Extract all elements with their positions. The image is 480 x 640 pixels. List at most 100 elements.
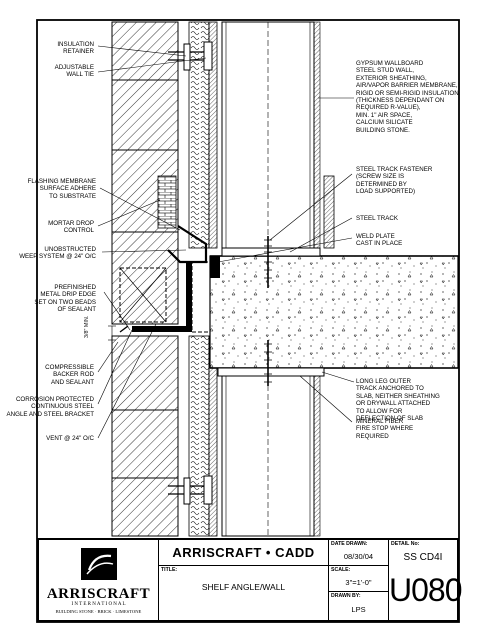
label-line: (THICKNESS DEPENDANT ON: [356, 97, 445, 105]
label-line: OR DRYWALL ATTACHED: [356, 400, 431, 408]
title-caption: TITLE:: [161, 567, 178, 573]
label-line: SURFACE ADHERE: [39, 185, 96, 193]
company-name: ARRISCRAFT • CADD: [172, 545, 315, 560]
label-line: EXTERIOR SHEATHING,: [356, 74, 427, 82]
track-fastener: [264, 236, 272, 386]
label-line: TO SUBSTRATE: [49, 192, 96, 200]
label-flashing-membrane: FLASHING MEMBRANE SURFACE ADHERE TO SUBS…: [28, 178, 96, 200]
label-line: REQUIRED R-VALUE),: [356, 104, 421, 112]
logo-sub: I N T E R N A T I O N A L: [71, 602, 126, 607]
mortar-drop-control: [157, 175, 177, 229]
label-line: STEEL TRACK: [356, 215, 398, 222]
label-line: STEEL STUD WALL,: [356, 67, 414, 75]
leader-lines: [97, 45, 355, 439]
label-line: METAL DRIP EDGE: [40, 291, 96, 299]
stone-veneer-upper: [111, 21, 179, 325]
label-steel-track: STEEL TRACK: [356, 215, 398, 222]
label-line: DETERMINED BY: [356, 180, 407, 188]
label-line: VENT @ 24" O/C: [46, 435, 94, 442]
wall-tie-lower: [168, 475, 213, 505]
label-line: REQUIRED: [356, 432, 389, 440]
scale-cell: SCALE: 3"=1'-0": [329, 566, 389, 592]
label-steel-angle: CORROSION PROTECTED CONTINUOUS STEEL ANG…: [7, 396, 94, 418]
flashing-membrane: [167, 225, 208, 264]
label-line: OF SEALANT: [57, 306, 96, 314]
label-line: STEEL TRACK FASTENER: [356, 166, 433, 173]
label-line: CORROSION PROTECTED: [15, 396, 94, 403]
company-cell: ARRISCRAFT • CADD: [159, 540, 329, 566]
label-line: LONG LEG OUTER: [356, 378, 412, 385]
outer-track: [217, 367, 325, 377]
scale-caption: SCALE:: [331, 567, 351, 573]
arriscraft-logo-icon: [81, 548, 117, 580]
label-line: WALL TIE: [66, 71, 94, 79]
title-cell: TITLE: SHELF ANGLE/WALL: [159, 566, 329, 620]
label-line: FIRE STOP WHERE: [356, 425, 414, 433]
label-line: (SCREW SIZE IS: [356, 173, 405, 181]
label-line: WELD PLATE: [356, 233, 395, 240]
label-insulation-retainer: INSULATION RETAINER: [57, 41, 94, 56]
label-backer-rod: COMPRESSIBLE BACKER ROD AND SEALANT: [45, 364, 94, 386]
label-line: MIN. 1" AIR SPACE,: [356, 111, 413, 119]
steel-stud-upper: [221, 21, 321, 249]
drawing-title: SHELF ANGLE/WALL: [201, 582, 286, 592]
logo-cell: ARRISCRAFT I N T E R N A T I O N A L BUI…: [39, 540, 159, 620]
label-line: AIR/VAPOR BARRIER MEMBRANE,: [356, 82, 458, 90]
logo-name: ARRISCRAFT: [46, 586, 151, 602]
drawn-by-cell: DRAWN BY: LPS: [329, 592, 389, 620]
detail-code: SS CD4I: [403, 552, 443, 563]
label-track-fastener: STEEL TRACK FASTENER (SCREW SIZE IS DETE…: [356, 166, 432, 196]
label-line: SET ON TWO BEADS: [34, 298, 96, 306]
label-vent: VENT @ 24" O/C: [46, 435, 94, 442]
building-stone-edge: [323, 175, 335, 249]
label-adjustable-wall-tie: ADJUSTABLE WALL TIE: [55, 64, 94, 79]
dimension-marker: [108, 325, 116, 341]
label-line: LOAD SUPPORTED): [356, 188, 416, 196]
label-metal-drip-edge: PREFINISHED METAL DRIP EDGE SET ON TWO B…: [34, 284, 96, 314]
detail-cell: DETAIL No: SS CD4I U080: [389, 540, 463, 620]
label-line: DEFLECTION OF SLAB: [356, 415, 424, 423]
dimension-label: 3/8" MIN.: [84, 315, 90, 338]
label-line: CONTROL: [63, 227, 94, 235]
wall-tie-upper: [168, 41, 213, 71]
sheet-border: [36, 19, 460, 623]
steel-stud-lower: [221, 375, 321, 537]
weld-plate: [210, 256, 220, 278]
label-line: UNOBSTRUCTED: [44, 246, 96, 253]
label-line: COMPRESSIBLE: [45, 364, 94, 371]
label-line: CALCIUM SILICATE: [356, 119, 413, 127]
label-line: FLASHING MEMBRANE: [27, 178, 96, 185]
logo-tagline: BUILDING STONE · BRICK · LIMESTONE: [55, 609, 142, 614]
label-line: TO ALLOW FOR: [356, 407, 403, 415]
detail-number: U080: [389, 572, 463, 608]
label-line: CONTINUOUS STEEL: [31, 403, 94, 411]
label-line: AND SEALANT: [51, 378, 94, 386]
label-line: ADJUSTABLE: [54, 64, 94, 71]
drawn-caption: DRAWN BY:: [331, 593, 361, 599]
label-line: WEEP SYSTEM @ 24" O/C: [19, 253, 96, 261]
drawn-value: LPS: [351, 605, 366, 614]
detail-caption: DETAIL No:: [391, 541, 420, 547]
stone-veneer-lower: [111, 335, 179, 537]
title-block: ARRISCRAFT I N T E R N A T I O N A L BUI…: [37, 538, 463, 622]
label-line: INSULATION: [57, 41, 94, 48]
concrete-slab: [209, 255, 459, 369]
label-line: MINERAL FIBER: [356, 418, 404, 425]
label-weld-plate: WELD PLATE CAST IN PLACE: [356, 233, 402, 248]
label-line: SLAB, NEITHER SHEATHING: [356, 392, 440, 400]
label-line: PREFINISHED: [54, 284, 96, 291]
label-line: ANGLE AND STEEL BRACKET: [6, 410, 94, 418]
label-line: RETAINER: [63, 48, 94, 56]
label-line: CAST IN PLACE: [356, 240, 403, 248]
label-line: GYPSUM WALLBOARD: [356, 60, 424, 67]
date-value: 08/30/04: [343, 552, 374, 561]
label-line: BACKER ROD: [53, 371, 94, 379]
scale-value: 3"=1'-0": [345, 578, 372, 587]
sheathing: [208, 21, 218, 249]
rigid-insulation-lower: [188, 335, 210, 537]
date-cell: DATE DRAWN: 08/30/04: [329, 540, 389, 566]
label-mortar-drop-control: MORTAR DROP CONTROL: [48, 220, 94, 235]
label-line: RIGID OR SEMI-RIGID INSULATION: [356, 89, 459, 97]
label-outer-track: LONG LEG OUTER TRACK ANCHORED TO SLAB, N…: [356, 378, 440, 422]
